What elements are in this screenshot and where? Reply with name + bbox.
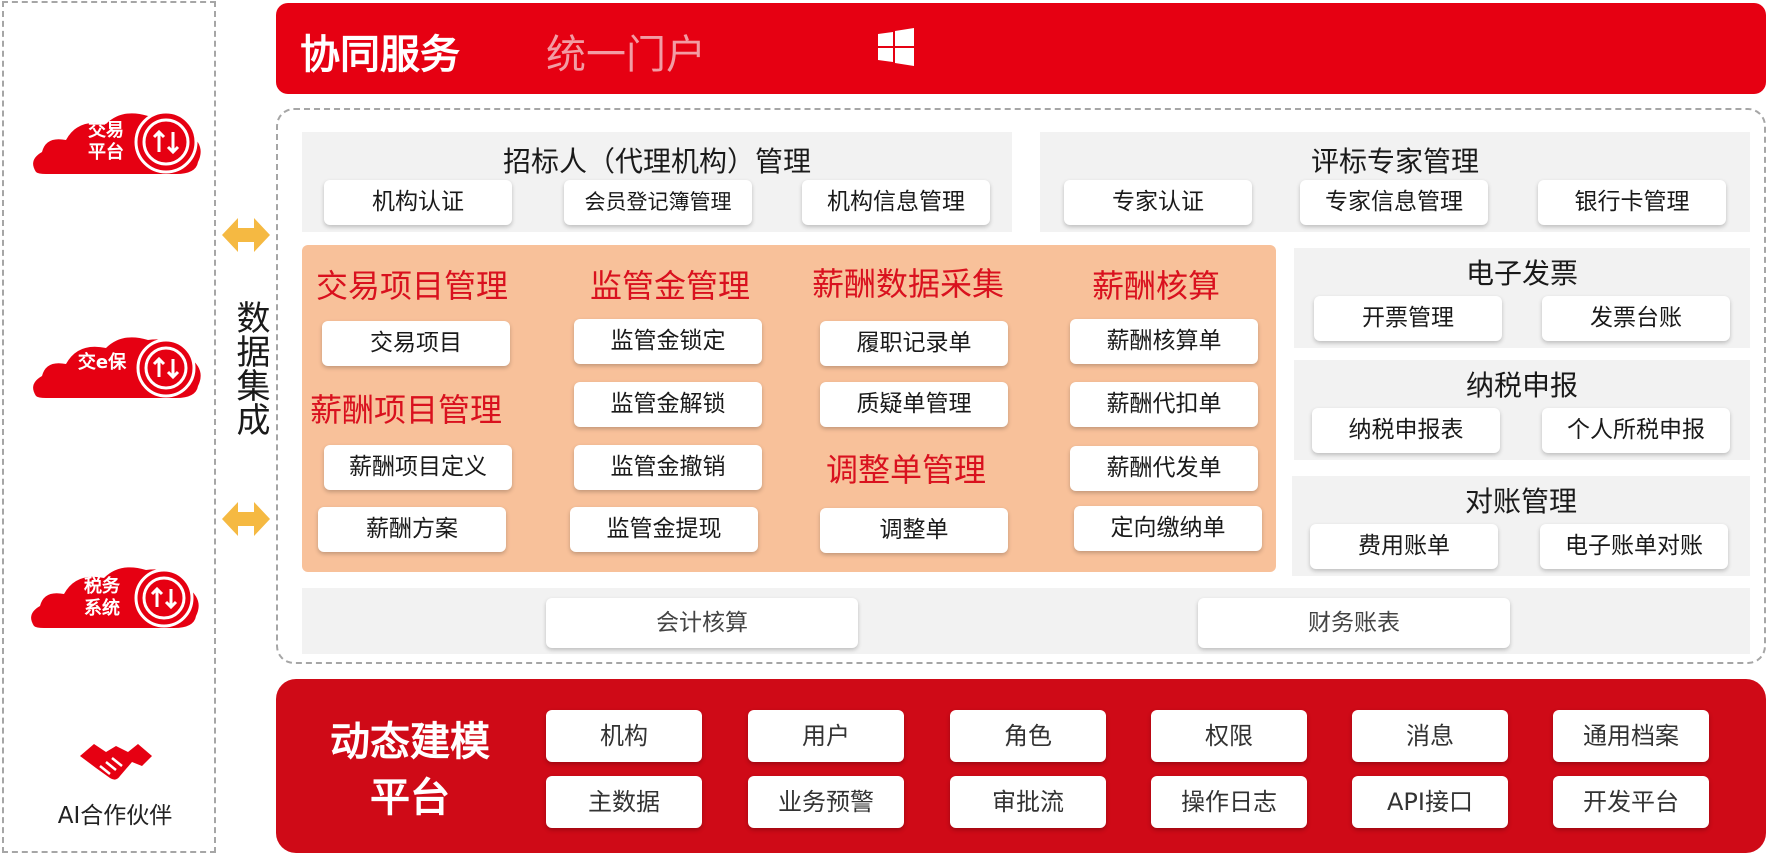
- tax-panel: 纳税申报 纳税申报表 个人所税申报: [1294, 360, 1750, 460]
- org-cert-button[interactable]: 机构认证: [324, 180, 512, 225]
- salary-collect-title: 薪酬数据采集: [812, 265, 1005, 303]
- salary-calc-sheet-button[interactable]: 薪酬核算单: [1070, 319, 1258, 364]
- personal-tax-button[interactable]: 个人所税申报: [1542, 408, 1730, 453]
- expert-info-button[interactable]: 专家信息管理: [1300, 180, 1488, 225]
- cloud-trading-platform[interactable]: 交易 平台: [26, 102, 206, 182]
- cloud-icon: [33, 337, 201, 398]
- panel-title: 纳税申报: [1465, 369, 1578, 402]
- business-panel: 交易项目管理 交易项目 薪酬项目管理 薪酬项目定义 薪酬方案 监管金管理 监管金…: [302, 245, 1276, 572]
- data-integration-label: 数据集成: [230, 300, 270, 436]
- org-info-button[interactable]: 机构信息管理: [802, 180, 990, 225]
- platform-role-button[interactable]: 角色: [950, 710, 1106, 762]
- platform-oplog-button[interactable]: 操作日志: [1151, 776, 1307, 828]
- financial-statement-button[interactable]: 财务账表: [1198, 598, 1510, 648]
- salary-project-def-button[interactable]: 薪酬项目定义: [324, 445, 512, 490]
- platform-approval-button[interactable]: 审批流: [950, 776, 1106, 828]
- platform-archive-button[interactable]: 通用档案: [1553, 710, 1709, 762]
- adjust-sheet-button[interactable]: 调整单: [820, 508, 1008, 553]
- cloud-icon: [31, 567, 199, 628]
- salary-plan-button[interactable]: 薪酬方案: [318, 507, 506, 552]
- panel-title: 招标人（代理机构）管理: [502, 145, 811, 178]
- expert-panel: 评标专家管理 专家认证 专家信息管理 银行卡管理: [1040, 132, 1750, 232]
- query-sheet-button[interactable]: 质疑单管理: [820, 382, 1008, 427]
- cloud-label: 交e保: [77, 352, 127, 373]
- service-area-frame: [276, 108, 1766, 664]
- accounting-panel: 会计核算 财务账表: [302, 588, 1750, 654]
- title-line: 动态建模: [330, 719, 490, 765]
- platform-api-button[interactable]: API接口: [1352, 776, 1508, 828]
- salary-calc-title: 薪酬核算: [1092, 267, 1221, 305]
- panel-title: 评标专家管理: [1310, 145, 1479, 178]
- cloud-jiaoebao[interactable]: 交e保: [26, 326, 206, 406]
- fee-bill-button[interactable]: 费用账单: [1310, 524, 1498, 569]
- duty-record-button[interactable]: 履职记录单: [820, 321, 1008, 366]
- cloud-tax-system[interactable]: 税务 系统: [24, 556, 204, 636]
- platform-user-button[interactable]: 用户: [748, 710, 904, 762]
- cloud-label: 交易 平台: [88, 120, 124, 163]
- double-arrow-icon: [220, 214, 272, 256]
- cloud-label: 税务 系统: [84, 576, 120, 619]
- platform-org-button[interactable]: 机构: [546, 710, 702, 762]
- platform-devplatform-button[interactable]: 开发平台: [1553, 776, 1709, 828]
- modeling-platform-title: 动态建模 平台: [310, 714, 510, 826]
- panel-title: 电子发票: [1465, 257, 1578, 290]
- tax-return-button[interactable]: 纳税申报表: [1312, 408, 1500, 453]
- platform-alert-button[interactable]: 业务预警: [748, 776, 904, 828]
- accounting-button[interactable]: 会计核算: [546, 598, 858, 648]
- expert-cert-button[interactable]: 专家认证: [1064, 180, 1252, 225]
- left-sidebar-frame: [2, 1, 216, 853]
- supervision-title: 监管金管理: [590, 267, 751, 305]
- adjust-title: 调整单管理: [826, 451, 987, 489]
- trade-project-button[interactable]: 交易项目: [322, 321, 510, 366]
- invoice-ledger-button[interactable]: 发票台账: [1542, 296, 1730, 341]
- double-arrow-icon: [220, 498, 272, 540]
- platform-message-button[interactable]: 消息: [1352, 710, 1508, 762]
- title-line: 平台: [370, 775, 450, 821]
- partner-label: AI合作伙伴: [57, 803, 173, 829]
- trade-project-title: 交易项目管理: [316, 267, 509, 305]
- handshake-icon: [76, 736, 156, 790]
- unified-portal-link[interactable]: 统一门户: [546, 32, 706, 78]
- directed-payment-button[interactable]: 定向缴纳单: [1074, 506, 1262, 551]
- tenderer-panel: 招标人（代理机构）管理 机构认证 会员登记簿管理 机构信息管理: [302, 132, 1012, 232]
- supervision-lock-button[interactable]: 监管金锁定: [574, 319, 762, 364]
- ebill-reconcile-button[interactable]: 电子账单对账: [1540, 524, 1728, 569]
- supervision-unlock-button[interactable]: 监管金解锁: [574, 382, 762, 427]
- salary-withhold-button[interactable]: 薪酬代扣单: [1070, 382, 1258, 427]
- platform-permission-button[interactable]: 权限: [1151, 710, 1307, 762]
- reconcile-panel: 对账管理 费用账单 电子账单对账: [1292, 476, 1750, 576]
- salary-payout-button[interactable]: 薪酬代发单: [1070, 446, 1258, 491]
- panel-title: 对账管理: [1464, 485, 1577, 518]
- supervision-revoke-button[interactable]: 监管金撤销: [574, 445, 762, 490]
- top-bar: [276, 3, 1766, 94]
- collab-service-title: 协同服务: [300, 32, 460, 78]
- member-register-button[interactable]: 会员登记簿管理: [564, 180, 752, 225]
- cloud-icon: [33, 110, 201, 174]
- supervision-withdraw-button[interactable]: 监管金提现: [570, 507, 758, 552]
- bank-card-button[interactable]: 银行卡管理: [1538, 180, 1726, 225]
- windows-icon[interactable]: [876, 28, 916, 66]
- platform-masterdata-button[interactable]: 主数据: [546, 776, 702, 828]
- invoice-issue-button[interactable]: 开票管理: [1314, 296, 1502, 341]
- einvoice-panel: 电子发票 开票管理 发票台账: [1294, 248, 1750, 348]
- salary-project-title: 薪酬项目管理: [310, 391, 503, 429]
